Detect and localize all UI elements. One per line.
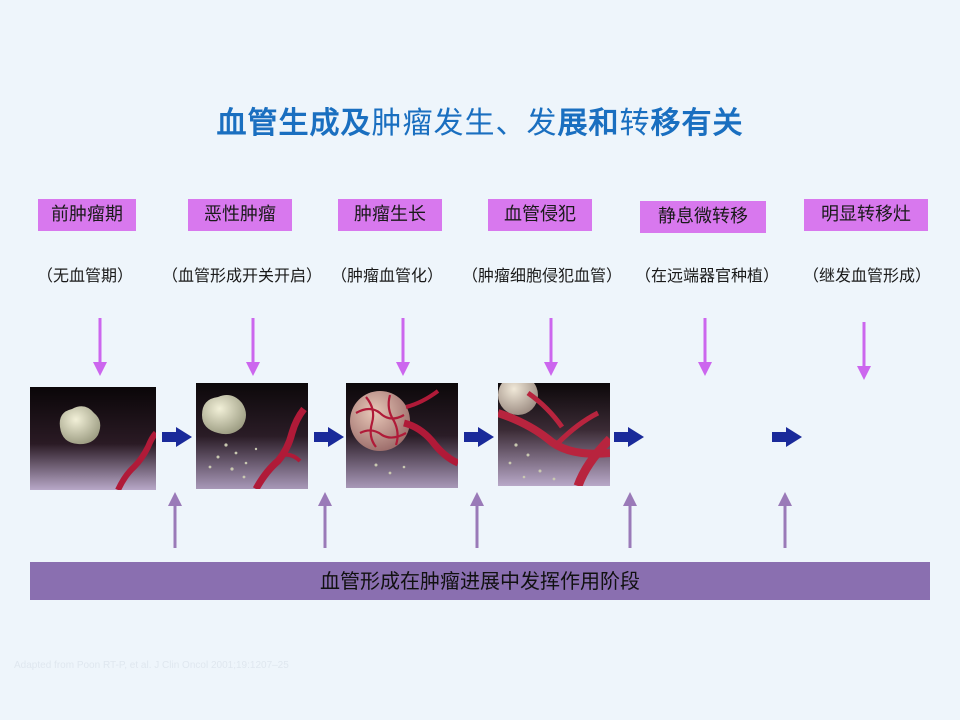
malignant-tumor-image [196, 383, 308, 489]
pre-tumor-image [30, 387, 156, 490]
title-part: 展和 [557, 106, 620, 141]
down-arrow-icon [93, 318, 107, 376]
title-part: 移有关 [650, 106, 744, 141]
flow-arrow-icon [162, 427, 192, 451]
stage-subtitle: （肿瘤细胞侵犯血管） [461, 266, 622, 285]
tumor-growth-image [346, 383, 458, 488]
title-part: 肿瘤 [371, 106, 434, 141]
stage-subtitle: （继发血管形成） [802, 266, 931, 285]
down-arrow-icon [246, 318, 260, 376]
vascular-invasion-image [498, 383, 610, 486]
up-arrow-icon [778, 492, 792, 548]
bottom-banner: 血管形成在肿瘤进展中发挥作用阶段 [30, 562, 930, 600]
source-credit: Adapted from Poon RT-P, et al. J Clin On… [14, 660, 289, 671]
slide-title: 血管生成及肿瘤发生、发展和转移有关 [0, 98, 960, 142]
stage-subtitle: （在远端器官种植） [634, 266, 779, 285]
up-arrow-icon [470, 492, 484, 548]
flow-arrow-icon [314, 427, 344, 451]
title-part: 转 [619, 106, 651, 141]
stage-box-pre-tumor: 前肿瘤期 [38, 199, 136, 231]
down-arrow-icon [857, 322, 871, 380]
down-arrow-icon [698, 318, 712, 376]
down-arrow-icon [396, 318, 410, 376]
title-part: 血管生成及 [216, 106, 372, 141]
stage-subtitle: （无血管期） [36, 266, 133, 285]
up-arrow-icon [168, 492, 182, 548]
stage-box-metastasis: 明显转移灶 [804, 199, 928, 231]
flow-arrow-icon [772, 427, 802, 451]
down-arrow-icon [544, 318, 558, 376]
title-part: 发生、发 [433, 106, 558, 141]
stage-box-invasion: 血管侵犯 [488, 199, 592, 231]
flow-arrow-icon [614, 427, 644, 451]
stage-box-malignant: 恶性肿瘤 [188, 199, 292, 231]
up-arrow-icon [623, 492, 637, 548]
flow-arrow-icon [464, 427, 494, 451]
up-arrow-icon [318, 492, 332, 548]
stage-subtitle: （血管形成开关开启） [161, 266, 322, 285]
stage-box-growth: 肿瘤生长 [338, 199, 442, 231]
stage-subtitle: （肿瘤血管化） [330, 266, 443, 285]
stage-box-micrometastasis: 静息微转移 [640, 201, 766, 233]
